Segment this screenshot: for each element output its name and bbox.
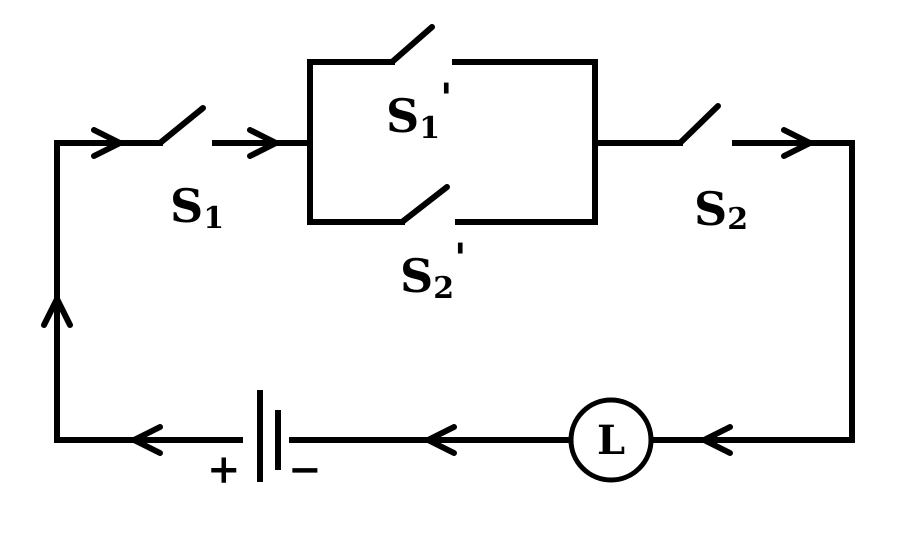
switch-s1-prime-blade (389, 24, 435, 65)
switch-s2-prime-blade (399, 184, 450, 225)
current-arrow-left-up-icon (41, 296, 73, 328)
battery-positive-label: + (207, 446, 241, 493)
switch-s2-prime-label: S2' (400, 235, 466, 306)
wire-right (649, 140, 855, 443)
current-arrow-top-left-icon (91, 127, 123, 159)
wire-left (54, 140, 243, 443)
wire-parallel-top (307, 59, 395, 146)
switch-s1-blade (157, 105, 206, 146)
current-arrow-bottom-middle-icon (425, 424, 457, 456)
lamp-label: L (597, 417, 625, 464)
lamp-symbol (568, 397, 654, 483)
switch-s1-prime-label: S1' (386, 75, 452, 146)
switch-s2-blade (677, 103, 721, 146)
current-arrow-before-parallel-icon (247, 127, 279, 159)
current-arrow-bottom-left-icon (131, 424, 163, 456)
current-arrow-top-right-icon (781, 127, 813, 159)
wire-parallel-bottom-right (455, 140, 598, 225)
switch-s2-label: S2 (694, 182, 748, 237)
switch-s1-label: S1 (170, 179, 224, 236)
wire-parallel-bottom (307, 140, 405, 225)
current-arrow-bottom-right-icon (701, 424, 733, 456)
battery-negative-label: − (288, 446, 322, 493)
wire-parallel-top-right (452, 59, 598, 146)
